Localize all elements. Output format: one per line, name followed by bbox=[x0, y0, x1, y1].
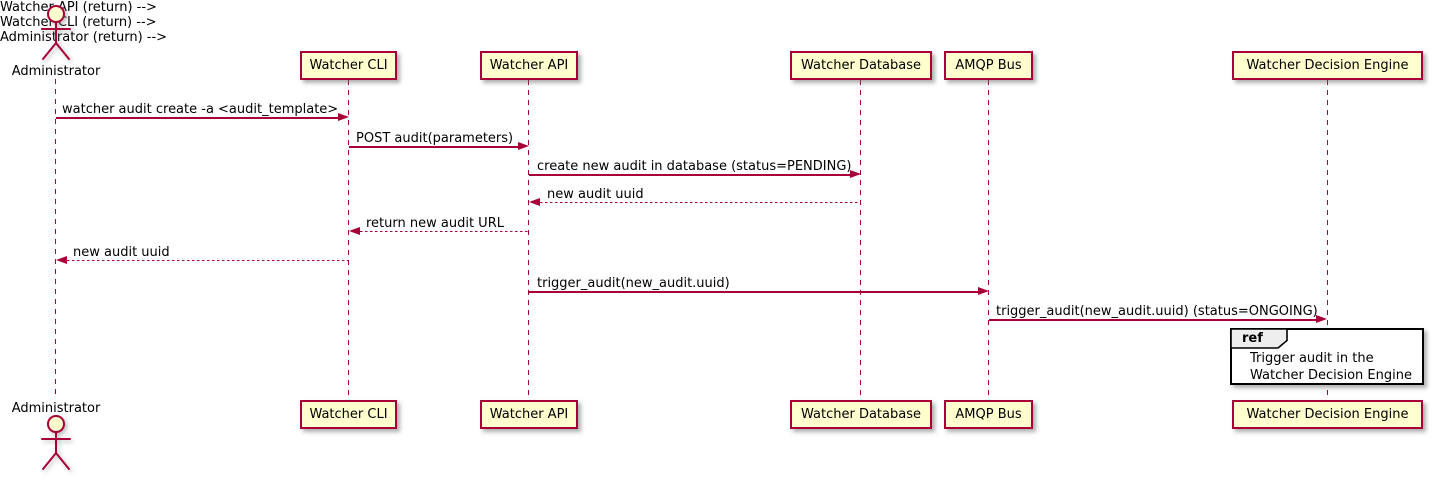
participant-watcher-decision-engine-top: Watcher Decision Engine bbox=[1232, 51, 1423, 80]
arrowhead-left-icon bbox=[349, 227, 360, 235]
message-line bbox=[529, 174, 851, 176]
participant-label: Watcher CLI bbox=[309, 58, 388, 73]
participant-label: Watcher Decision Engine bbox=[1246, 58, 1409, 73]
ref-text-line: Trigger audit in the bbox=[1250, 351, 1374, 366]
message-line bbox=[989, 319, 1317, 321]
arrowhead-right-icon bbox=[978, 287, 989, 295]
actor-label-administrator-bottom: Administrator bbox=[11, 401, 101, 416]
message-label: POST audit(parameters) bbox=[356, 131, 514, 146]
arrowhead-left-icon bbox=[56, 256, 67, 264]
message-label: create new audit in database (status=PEN… bbox=[537, 159, 852, 174]
lifeline-administrator bbox=[55, 79, 56, 398]
message-label: new audit uuid bbox=[73, 245, 170, 260]
actor-label-administrator-top: Administrator bbox=[11, 64, 101, 79]
participant-label: Watcher API bbox=[489, 58, 569, 73]
participant-label: Watcher Database bbox=[801, 407, 921, 422]
participant-watcher-api-top: Watcher API bbox=[480, 51, 578, 80]
participant-label: Watcher Database bbox=[801, 58, 921, 73]
message-line bbox=[529, 291, 979, 293]
message-label: return new audit URL bbox=[366, 216, 504, 231]
lifeline-watcher-cli bbox=[348, 80, 349, 400]
message-label: trigger_audit(new_audit.uuid) bbox=[537, 276, 730, 291]
arrowhead-right-icon bbox=[850, 170, 861, 178]
participant-label: Watcher CLI bbox=[309, 407, 388, 422]
participant-label: AMQP Bus bbox=[955, 58, 1022, 73]
administrator-actor-icon bbox=[41, 415, 71, 470]
ref-fragment: ref Trigger audit in the Watcher Decisio… bbox=[1230, 328, 1424, 385]
message-line bbox=[540, 202, 861, 204]
message-line bbox=[67, 260, 349, 262]
participant-amqp-bus-bottom: AMQP Bus bbox=[944, 400, 1033, 429]
ref-keyword: ref bbox=[1242, 331, 1263, 346]
arrowhead-left-icon bbox=[529, 198, 540, 206]
participant-label: Watcher API bbox=[489, 407, 569, 422]
message-label: trigger_audit(new_audit.uuid) (status=ON… bbox=[996, 304, 1318, 319]
participant-label: AMQP Bus bbox=[955, 407, 1022, 422]
message-line bbox=[360, 231, 529, 233]
lifeline-amqp-bus bbox=[988, 80, 989, 400]
message-label: watcher audit create -a <audit_template> bbox=[62, 102, 339, 117]
administrator-actor-icon bbox=[41, 5, 71, 60]
message-line bbox=[349, 146, 519, 148]
participant-watcher-cli-bottom: Watcher CLI bbox=[300, 400, 397, 429]
arrowhead-right-icon bbox=[1316, 315, 1327, 323]
participant-watcher-decision-engine-bottom: Watcher Decision Engine bbox=[1232, 400, 1423, 429]
participant-watcher-api-bottom: Watcher API bbox=[480, 400, 578, 429]
message-label: new audit uuid bbox=[547, 187, 644, 202]
message-line bbox=[56, 117, 339, 119]
ref-text-line: Watcher Decision Engine bbox=[1250, 368, 1412, 383]
lifeline-watcher-api bbox=[528, 80, 529, 400]
participant-watcher-database-top: Watcher Database bbox=[790, 51, 932, 80]
participant-amqp-bus-top: AMQP Bus bbox=[944, 51, 1033, 80]
lifeline-watcher-database bbox=[860, 80, 861, 400]
lifeline-watcher-decision-engine bbox=[1327, 80, 1328, 400]
arrowhead-right-icon bbox=[338, 113, 349, 121]
participant-watcher-cli-top: Watcher CLI bbox=[300, 51, 397, 80]
ref-tab-icon bbox=[1230, 328, 1288, 349]
participant-label: Watcher Decision Engine bbox=[1246, 407, 1409, 422]
participant-watcher-database-bottom: Watcher Database bbox=[790, 400, 932, 429]
arrowhead-right-icon bbox=[518, 142, 529, 150]
